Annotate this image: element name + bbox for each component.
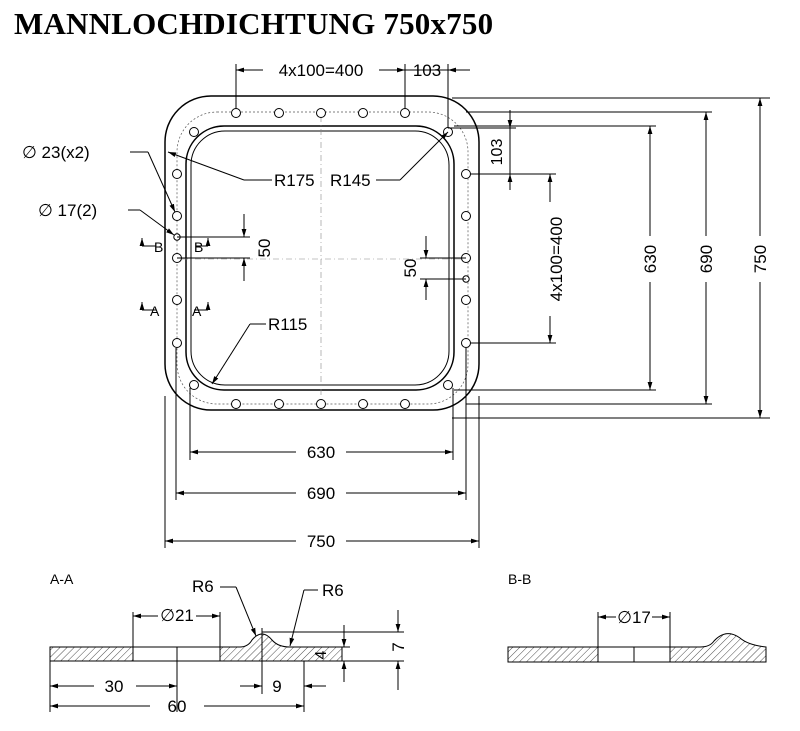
section-aa-label: A-A	[50, 571, 74, 587]
dim-right-edge: 103	[489, 139, 506, 166]
gasket-top-view	[164, 95, 480, 411]
bolt-hole	[274, 108, 284, 118]
bolt-hole	[172, 295, 182, 305]
dim-left-50: 50	[255, 239, 274, 258]
dim-dia17: ∅17	[617, 608, 651, 627]
section-bb: B-B ∅17	[507, 571, 767, 663]
dimension-left-50: 50	[177, 214, 274, 281]
callout-r6-left: R6	[192, 577, 214, 596]
corner-hole	[189, 127, 199, 137]
radius-callouts: R175 R145 R115	[167, 131, 449, 385]
bolt-hole	[358, 399, 368, 409]
dim-60: 60	[168, 697, 187, 716]
dim-right-50: 50	[401, 259, 420, 278]
section-b-right: B	[194, 239, 203, 255]
callout-hole-23: ∅ 23(x2)	[22, 143, 90, 162]
dim-outer-w: 750	[307, 532, 335, 551]
dim-holes-w: 690	[307, 484, 335, 503]
bolt-hole	[461, 211, 471, 221]
bolt-hole	[274, 399, 284, 409]
section-a-left: A	[150, 303, 160, 319]
bolt-hole	[172, 338, 182, 348]
bolt-hole	[400, 108, 410, 118]
dimension-top: 4x100=400 103	[235, 61, 470, 128]
bolt-hole	[316, 108, 326, 118]
bolt-hole	[400, 399, 410, 409]
section-b-left: B	[154, 239, 163, 255]
section-bb-label: B-B	[508, 571, 531, 587]
bolt-hole	[461, 338, 471, 348]
callout-r115: R115	[268, 315, 307, 334]
drawing-title: MANNLOCHDICHTUNG 750x750	[14, 6, 494, 41]
corner-hole	[189, 380, 199, 390]
bolt-hole	[231, 108, 241, 118]
dim-dia21: ∅21	[160, 606, 194, 625]
callout-r175: R175	[274, 171, 315, 190]
dim-inner-w: 630	[307, 443, 335, 462]
dim-inner-h: 630	[641, 245, 660, 273]
section-bb-body-right	[669, 633, 767, 663]
corner-hole	[443, 380, 453, 390]
bolt-hole	[461, 295, 471, 305]
callout-r6-right: R6	[322, 581, 344, 600]
dim-right-pitch: 4x100=400	[547, 217, 566, 302]
callout-hole-17: ∅ 17(2)	[38, 201, 97, 220]
dimension-right-50: 50	[401, 236, 466, 300]
callout-r145: R145	[330, 171, 371, 190]
hole-callouts: ∅ 23(x2) ∅ 17(2)	[22, 143, 176, 236]
section-aa-body-right	[219, 633, 343, 662]
dimension-right-pitch: 4x100=400	[470, 174, 566, 344]
dim-outer-h: 750	[751, 245, 770, 273]
bolt-hole	[461, 169, 471, 179]
gasket-outer-edge	[164, 95, 480, 411]
dim-holes-h: 690	[697, 245, 716, 273]
dim-30: 30	[105, 677, 124, 696]
bolt-hole	[172, 169, 182, 179]
section-markers: B B A A	[139, 238, 211, 319]
dim-top-pitch: 4x100=400	[279, 61, 364, 80]
dimension-right-overall: 630 690 750	[452, 97, 770, 419]
bolt-hole	[172, 211, 182, 221]
dim-4: 4	[313, 650, 330, 659]
dim-9: 9	[272, 677, 281, 696]
dimension-bottom-overall: 630 690 750	[164, 348, 480, 551]
bolt-holes	[172, 108, 471, 409]
bolt-hole	[316, 399, 326, 409]
dim-7: 7	[389, 642, 408, 651]
section-aa: A-A ∅21 R6 R6 30 60 9 4	[49, 571, 408, 716]
dimension-right-103: 103	[448, 110, 556, 190]
section-aa-body	[49, 646, 134, 662]
section-bb-body-left	[507, 646, 599, 663]
section-a-right: A	[192, 303, 202, 319]
bolt-hole	[231, 399, 241, 409]
dim-top-edge: 103	[413, 61, 441, 80]
bolt-hole	[358, 108, 368, 118]
